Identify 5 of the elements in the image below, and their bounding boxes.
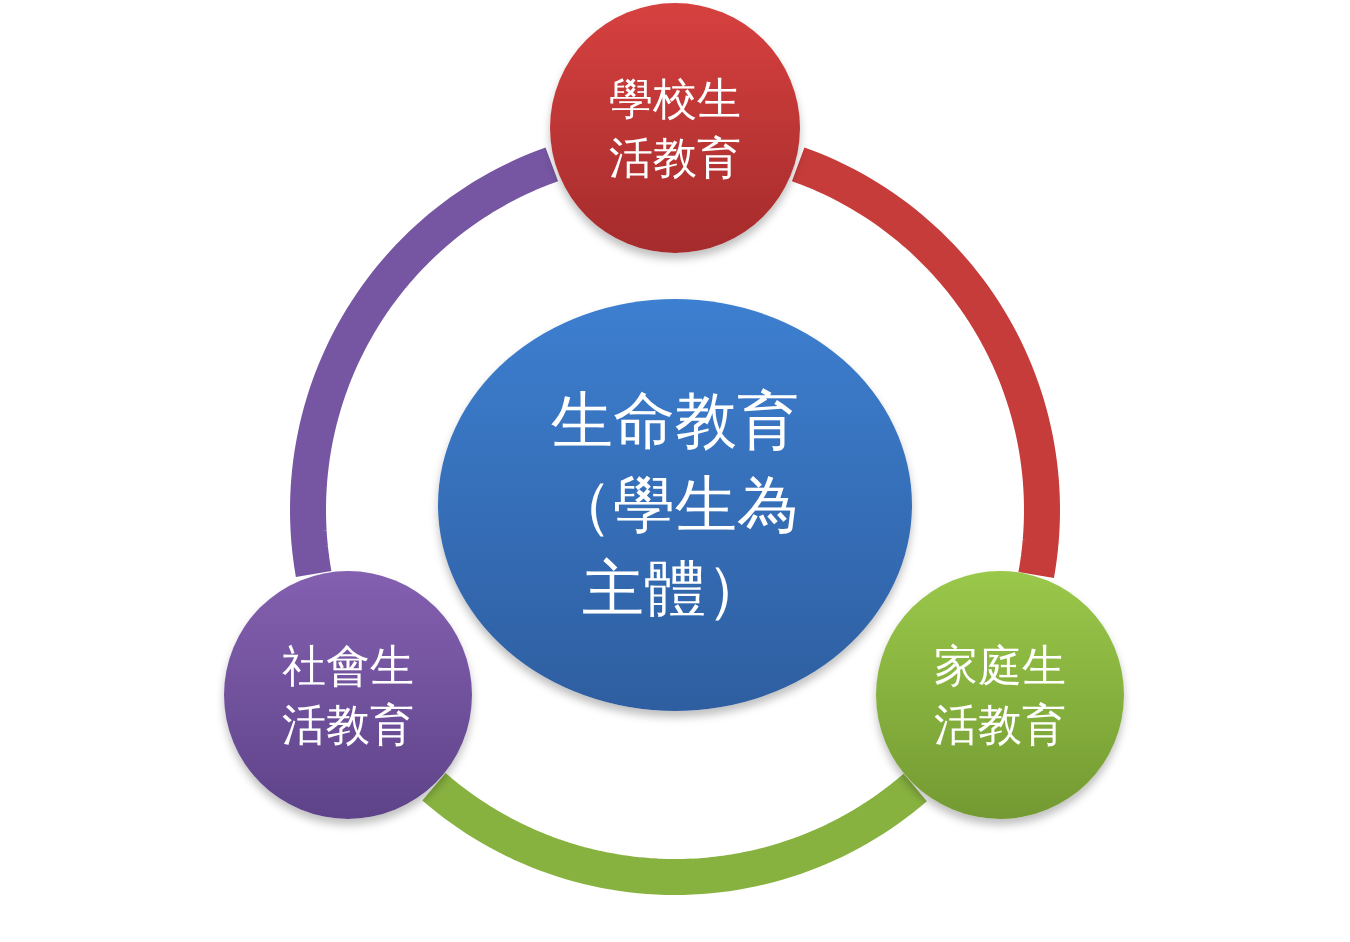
node-label: 社會生活教育	[281, 638, 415, 752]
ring-arc	[422, 773, 927, 895]
node-label: 家庭生活教育	[933, 638, 1067, 752]
node-label: 學校生活教育	[608, 71, 742, 185]
node-label: 生命教育（學生為主體）	[550, 383, 800, 627]
